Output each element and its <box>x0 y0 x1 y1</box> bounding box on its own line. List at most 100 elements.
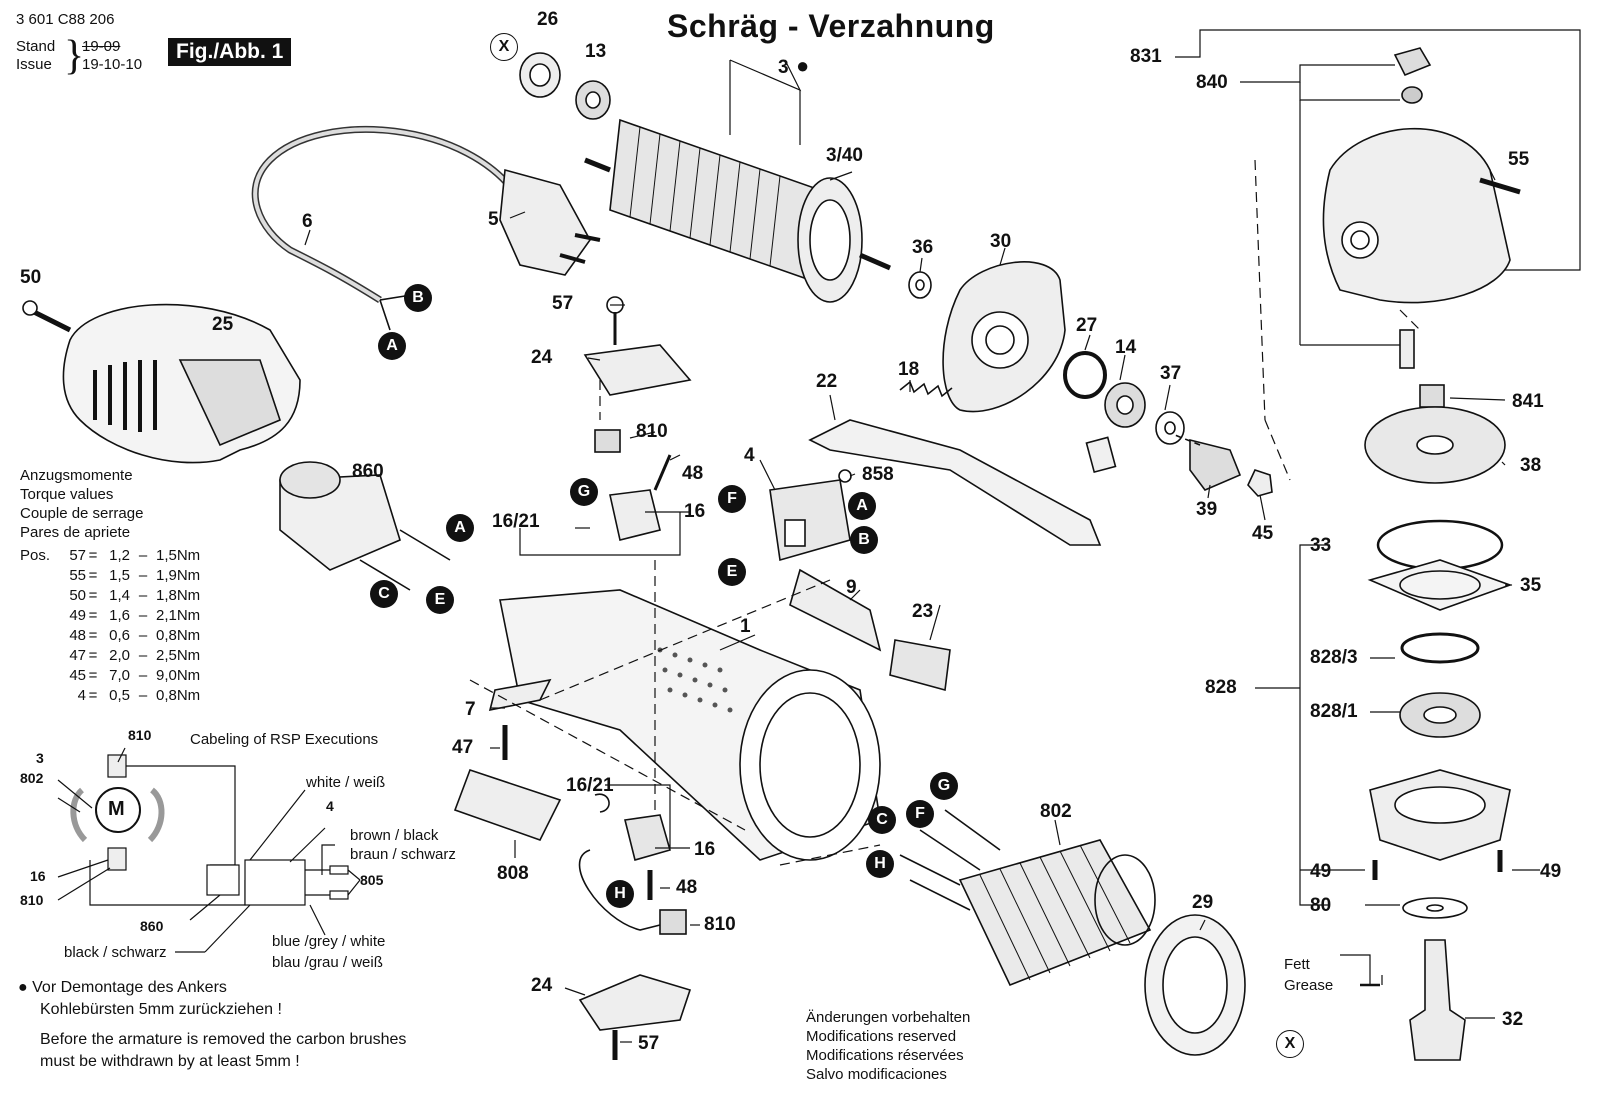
cabling-ref-3: 3 <box>36 750 44 766</box>
torque-min: 0,5 <box>109 687 130 704</box>
callout-4: 4 <box>744 445 755 466</box>
switch-cover <box>578 974 692 1031</box>
marker-x-top: X <box>490 33 518 61</box>
torque-heading-es: Pares de apriete <box>20 524 131 541</box>
callout-33: 33 <box>1310 535 1332 556</box>
mod-en: Modifications reserved <box>806 1028 957 1045</box>
marker-g-top: G <box>570 478 598 506</box>
callout-39: 39 <box>1196 499 1218 520</box>
modifications-note: Änderungen vorbehalten Modifications res… <box>806 1008 970 1084</box>
callout-22: 22 <box>816 371 838 392</box>
callout-18: 18 <box>898 359 920 380</box>
callout-6: 6 <box>302 211 313 232</box>
callout-24-top: 24 <box>531 347 553 368</box>
wire-blue-de: blau /grau / weiß <box>272 954 383 971</box>
cabling-ref-810-bottom: 810 <box>20 892 44 908</box>
callout-32: 32 <box>1502 1009 1524 1030</box>
marker-f-switch: F <box>718 485 746 513</box>
callout-80: 80 <box>1310 895 1332 916</box>
torque-pos: 49 <box>69 607 86 624</box>
power-cord <box>251 125 523 303</box>
marker-a-suppressor: A <box>446 514 474 542</box>
cabling-ref-805: 805 <box>360 872 384 888</box>
torque-max: 9,0Nm <box>156 667 201 684</box>
torque-pos: 57 <box>69 547 86 564</box>
torque-row: 49=1,6–2,1Nm <box>20 606 216 626</box>
marker-c-coil: C <box>868 806 896 834</box>
torque-heading-en: Torque values <box>20 486 114 503</box>
switch-block <box>769 479 851 562</box>
callout-828-3: 828/3 <box>1310 647 1358 668</box>
callout-24-bottom: 24 <box>531 975 553 996</box>
torque-min: 1,6 <box>109 607 130 624</box>
callout-831: 831 <box>1130 46 1162 67</box>
torque-pos: 48 <box>69 627 86 644</box>
wire-blue-en: blue /grey / white <box>272 933 386 950</box>
callout-27: 27 <box>1076 315 1098 336</box>
torque-row: Pos.57=1,2–1,5Nm <box>20 546 216 566</box>
plug <box>499 168 591 276</box>
callout-49-left: 49 <box>1310 861 1332 882</box>
callout-802: 802 <box>1040 801 1072 822</box>
torque-min: 0,6 <box>109 627 130 644</box>
marker-a-switch: A <box>848 492 876 520</box>
torque-max: 1,8Nm <box>156 587 201 604</box>
callout-37: 37 <box>1160 363 1182 384</box>
marker-e-switch: E <box>718 558 746 586</box>
field-coil <box>958 839 1152 987</box>
callout-3-40: 3/40 <box>826 145 863 166</box>
spindle <box>1409 939 1466 1061</box>
callout-49-right: 49 <box>1540 861 1562 882</box>
callout-7: 7 <box>465 699 476 720</box>
bullet-marker: ● <box>796 53 810 78</box>
callout-47: 47 <box>452 737 474 758</box>
callout-808: 808 <box>497 863 529 884</box>
torque-max: 0,8Nm <box>156 627 201 644</box>
torque-pos: 55 <box>69 567 86 584</box>
torque-row: 48=0,6–0,8Nm <box>20 626 216 646</box>
note-de-line2: Kohlebürsten 5mm zurückziehen ! <box>40 1001 282 1018</box>
torque-pos: 50 <box>69 587 86 604</box>
marker-g-coil: G <box>930 772 958 800</box>
callout-30: 30 <box>990 231 1012 252</box>
torque-max: 2,5Nm <box>156 647 201 664</box>
torque-heading: Anzugsmomente Torque values Couple de se… <box>20 466 143 542</box>
torque-min: 7,0 <box>109 667 130 684</box>
callout-810-top: 810 <box>636 421 668 442</box>
page-title: Schräg - Verzahnung <box>667 8 995 44</box>
name-plate <box>453 768 562 841</box>
cabling-ref-4: 4 <box>326 798 334 814</box>
mod-de: Änderungen vorbehalten <box>806 1009 971 1026</box>
torque-row: 47=2,0–2,5Nm <box>20 646 216 666</box>
armature-note: ● Vor Demontage des Ankers Kohlebürsten … <box>18 977 406 1073</box>
callout-860: 860 <box>352 461 384 482</box>
marker-h-brush: H <box>606 880 634 908</box>
callout-48-top: 48 <box>682 463 704 484</box>
callout-1: 1 <box>740 616 751 637</box>
torque-min: 1,4 <box>109 587 130 604</box>
torque-row: 50=1,4–1,8Nm <box>20 586 216 606</box>
marker-h-coil: H <box>866 850 894 878</box>
torque-row: 4=0,5–0,8Nm <box>20 686 216 706</box>
torque-min: 2,0 <box>109 647 130 664</box>
callout-810-bottom: 810 <box>704 914 736 935</box>
wire-brown-en: brown / black <box>350 827 439 844</box>
callout-25: 25 <box>212 314 234 335</box>
marker-b-switch: B <box>850 526 878 554</box>
cabling-ref-802: 802 <box>20 770 44 786</box>
callout-29: 29 <box>1192 892 1214 913</box>
callout-48-bottom: 48 <box>676 877 698 898</box>
callout-23: 23 <box>912 601 934 622</box>
cabling-ref-810-top: 810 <box>128 727 152 743</box>
callout-57-bottom: 57 <box>638 1033 660 1054</box>
pos-label: Pos. <box>20 547 51 564</box>
callout-828-1: 828/1 <box>1310 701 1358 722</box>
mod-es: Salvo modificaciones <box>806 1066 947 1083</box>
torque-row: 55=1,5–1,9Nm <box>20 566 216 586</box>
brace: } <box>64 33 85 79</box>
note-de-line1: Vor Demontage des Ankers <box>32 979 227 996</box>
marker-a-cord: A <box>378 332 406 360</box>
callout-840: 840 <box>1196 72 1228 93</box>
issue-label: Issue <box>16 56 52 73</box>
